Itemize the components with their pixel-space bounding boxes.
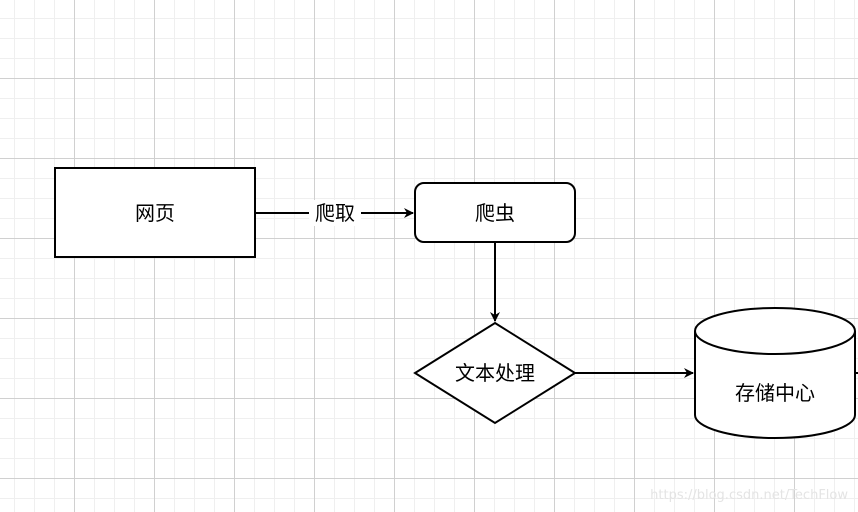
edge-label-background [309, 200, 361, 226]
node-webpage[interactable]: 网页 [54, 167, 256, 258]
node-storage-center-body [694, 307, 856, 439]
node-storage-center[interactable]: 存储中心 [694, 307, 856, 439]
node-crawler[interactable]: 爬虫 [414, 182, 576, 243]
watermark-text: https://blog.csdn.net/TechFlow [650, 488, 848, 503]
node-webpage-label: 网页 [135, 201, 175, 225]
edge-webpage-to-crawler: 爬取 [255, 200, 414, 226]
node-storage-center-rim [694, 330, 856, 355]
edge-label-crawl: 爬取 [315, 201, 355, 225]
node-crawler-label: 爬虫 [475, 201, 515, 225]
node-text-processing-shape [413, 321, 577, 425]
node-text-processing-label: 文本处理 [455, 361, 535, 385]
node-storage-center-label: 存储中心 [735, 381, 815, 405]
node-crawler-shape [414, 182, 576, 243]
node-webpage-shape [54, 167, 256, 258]
node-text-processing[interactable]: 文本处理 [413, 321, 577, 425]
